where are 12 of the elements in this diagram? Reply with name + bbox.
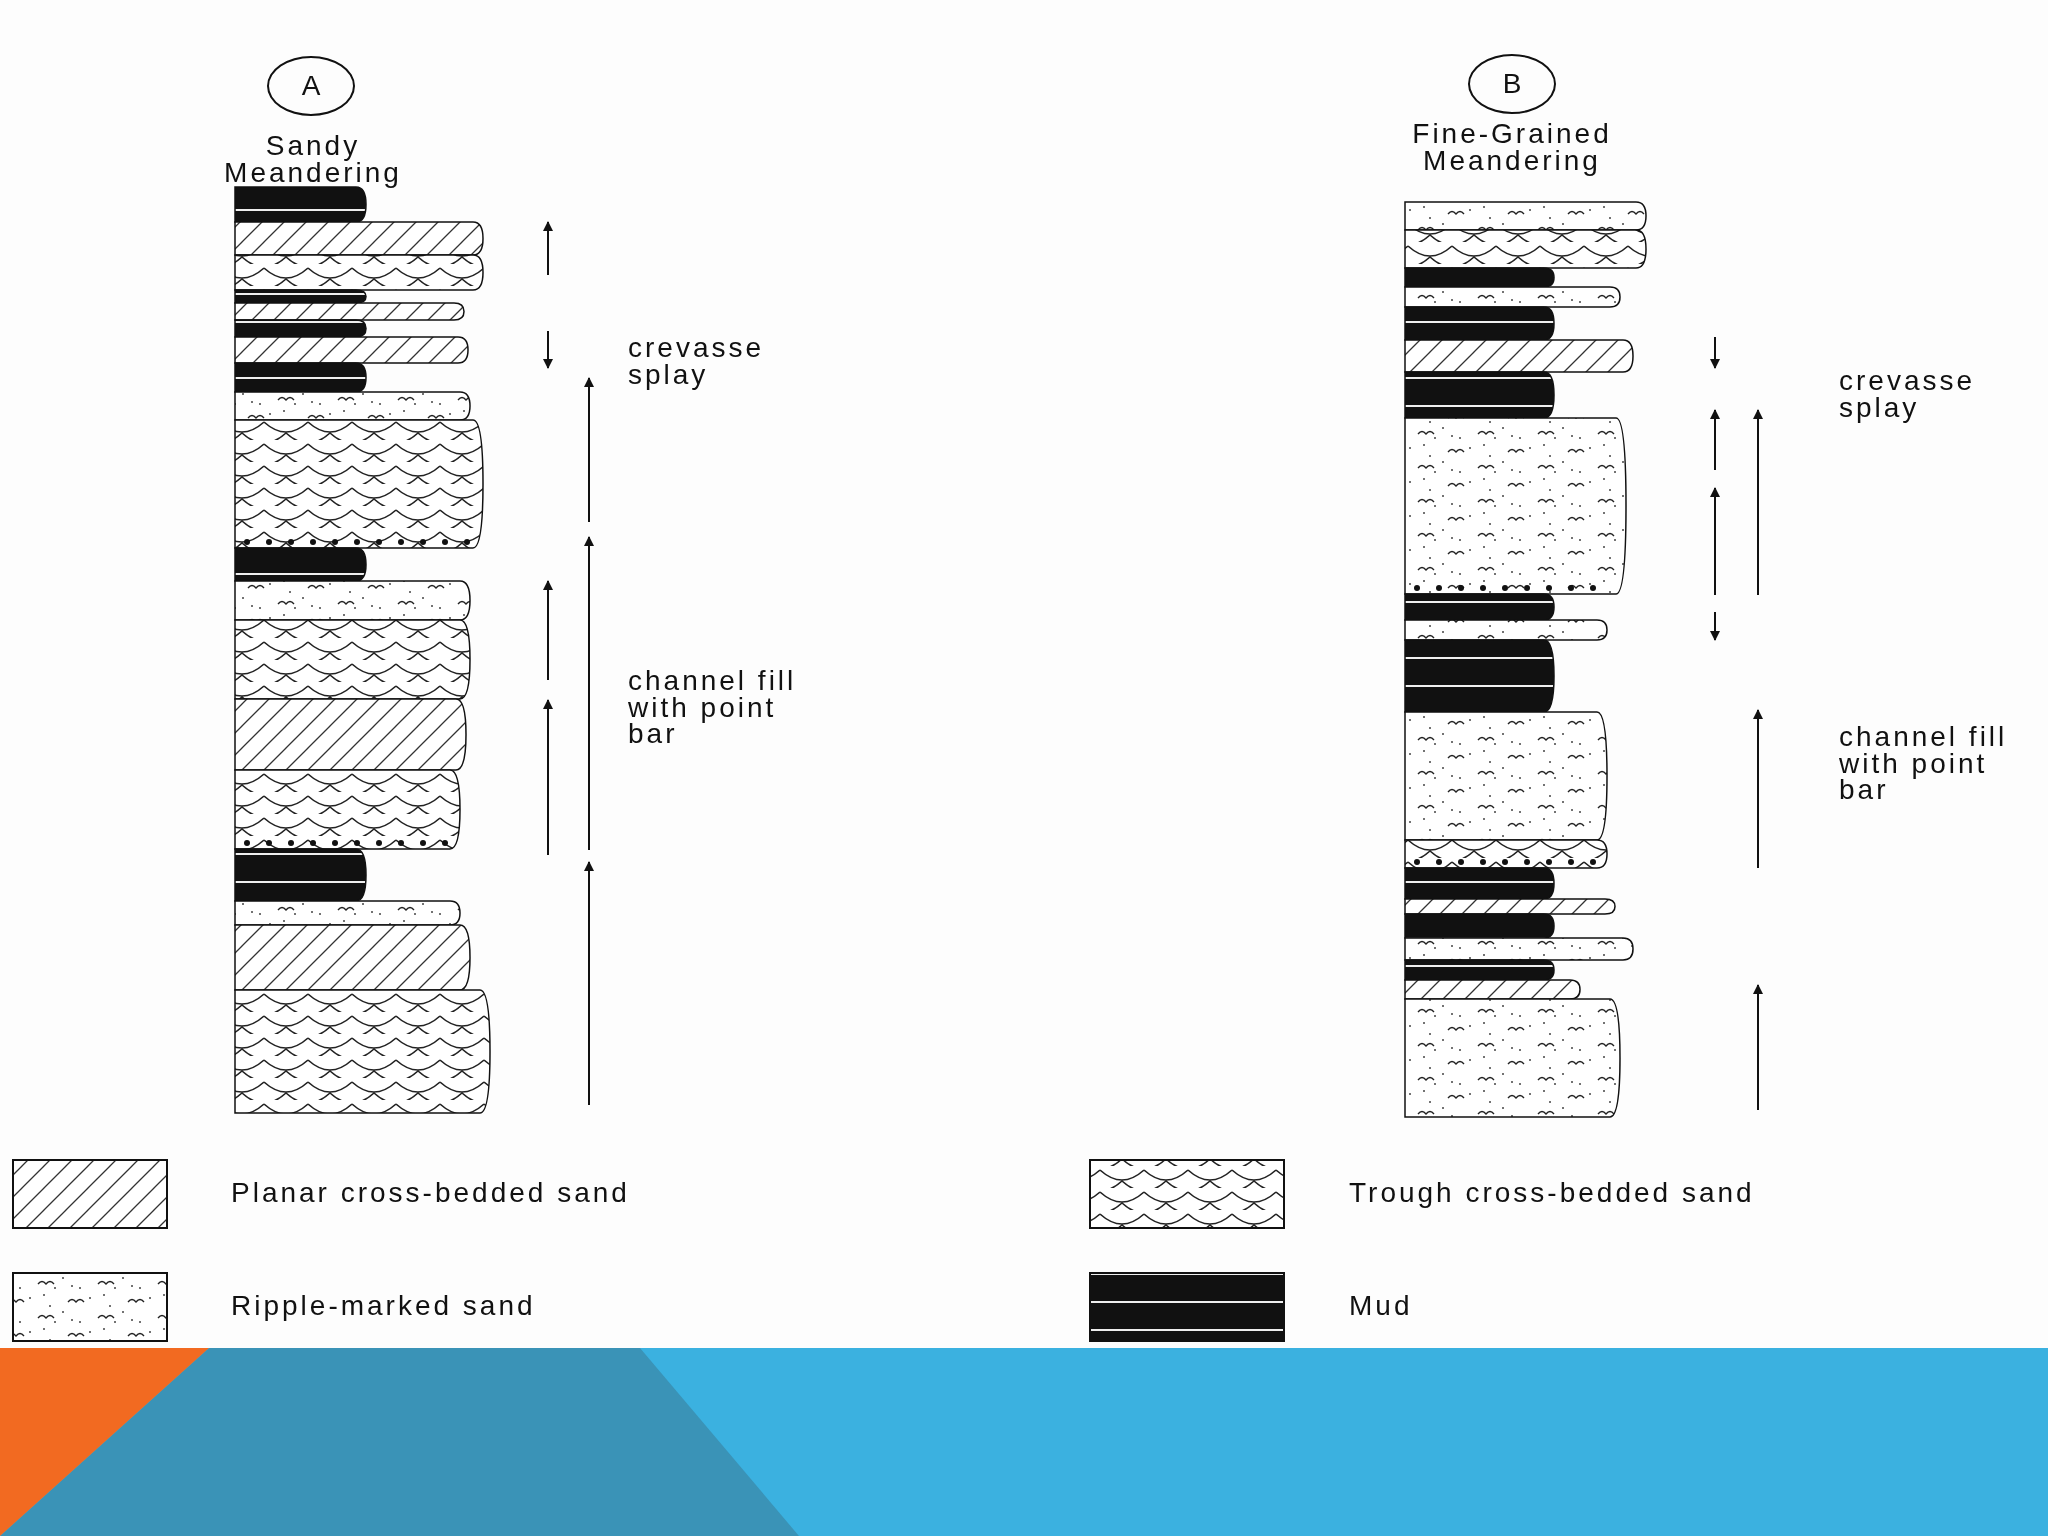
legend-label: Mud (1349, 1293, 1413, 1320)
interval-label: channel fill with point bar (628, 668, 798, 748)
interval-label: channel fill with point bar (1839, 724, 2009, 804)
legend-label: Ripple-marked sand (231, 1293, 536, 1320)
circled-column-letter: B (1468, 54, 1556, 114)
column-title: Fine-Grained Meandering (1411, 121, 1613, 175)
legend-label: Planar cross-bedded sand (231, 1180, 630, 1207)
interval-label: crevasse splay (628, 335, 766, 389)
circled-column-letter: A (267, 56, 355, 116)
interval-label: crevasse splay (1839, 368, 1977, 422)
legend-label: Trough cross-bedded sand (1349, 1180, 1755, 1207)
column-title: Sandy Meandering (223, 133, 403, 187)
